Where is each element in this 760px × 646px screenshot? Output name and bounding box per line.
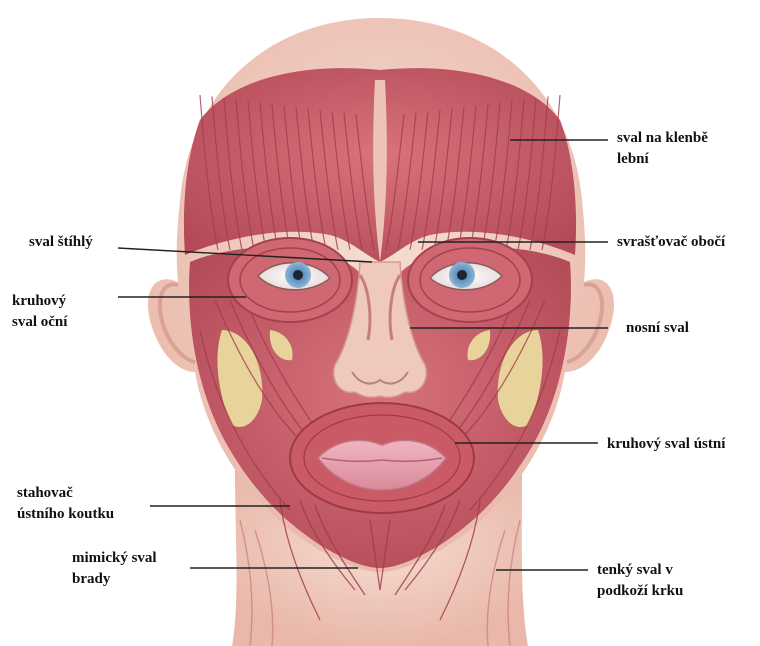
label-mimicky-sval-brady: mimický sval brady — [72, 548, 157, 590]
left-pupil — [293, 270, 303, 280]
label-nosni-sval: nosní sval — [626, 318, 689, 339]
label-sval-na-klenbe-lebni: sval na klenbě lební — [617, 128, 708, 170]
label-sval-stihly: sval štíhlý — [29, 232, 93, 253]
label-kruhovy-sval-ustni: kruhový sval ústní — [607, 434, 725, 455]
label-stahovac-ustniho-koutku: stahovač ústního koutku — [17, 483, 114, 525]
label-kruhovy-sval-ocni: kruhový sval oční — [12, 291, 67, 333]
label-tenky-sval-v-podkozi-krku: tenký sval v podkoží krku — [597, 560, 683, 602]
label-svrastovac-oboci: svrašťovač obočí — [617, 232, 725, 253]
right-pupil — [457, 270, 467, 280]
